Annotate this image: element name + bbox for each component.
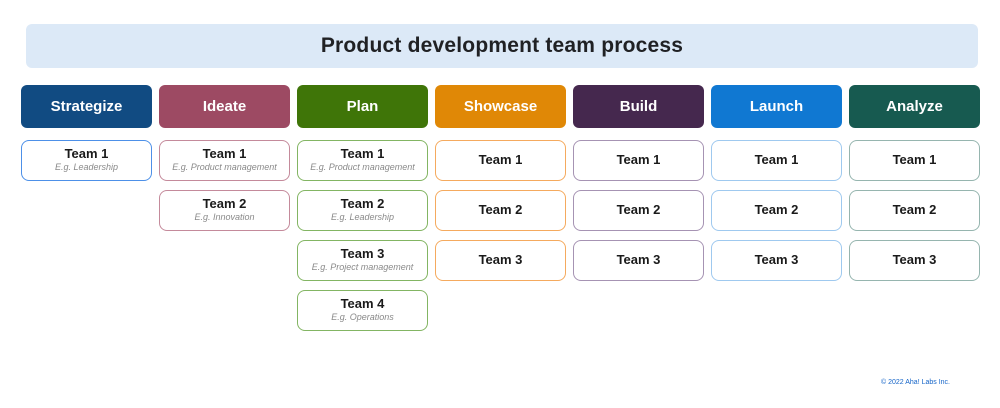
- team-example: E.g. Project management: [311, 262, 414, 273]
- column-header-launch: Launch: [711, 85, 842, 128]
- team-card: Team 1 E.g. Product management: [159, 140, 290, 181]
- column-header-showcase: Showcase: [435, 85, 566, 128]
- team-card: Team 3: [711, 240, 842, 281]
- process-board: Strategize Team 1 E.g. Leadership Ideate…: [21, 85, 980, 331]
- team-example: E.g. Operations: [331, 312, 394, 323]
- team-card: Team 1: [435, 140, 566, 181]
- team-name: Team 3: [340, 246, 385, 262]
- team-name: Team 1: [616, 152, 661, 168]
- copyright-notice: © 2022 Aha! Labs Inc.: [881, 379, 950, 386]
- column-header-strategize: Strategize: [21, 85, 152, 128]
- column-strategize: Strategize Team 1 E.g. Leadership: [21, 85, 152, 331]
- team-name: Team 3: [616, 252, 661, 268]
- team-example: E.g. Leadership: [330, 212, 395, 223]
- team-name: Team 2: [892, 202, 937, 218]
- team-card: Team 1: [711, 140, 842, 181]
- team-card: Team 2 E.g. Leadership: [297, 190, 428, 231]
- team-example: E.g. Leadership: [54, 162, 119, 173]
- team-name: Team 3: [892, 252, 937, 268]
- team-card: Team 2: [711, 190, 842, 231]
- team-card: Team 4 E.g. Operations: [297, 290, 428, 331]
- team-card: Team 3 E.g. Project management: [297, 240, 428, 281]
- card-stack: Team 1 E.g. Product management Team 2 E.…: [297, 140, 428, 331]
- team-name: Team 2: [616, 202, 661, 218]
- column-header-label: Plan: [346, 98, 379, 115]
- team-example: E.g. Product management: [172, 162, 277, 173]
- column-header-label: Launch: [749, 98, 804, 115]
- team-name: Team 2: [478, 202, 523, 218]
- column-header-ideate: Ideate: [159, 85, 290, 128]
- column-header-label: Strategize: [50, 98, 123, 115]
- team-card: Team 2 E.g. Innovation: [159, 190, 290, 231]
- team-name: Team 2: [754, 202, 799, 218]
- team-card: Team 3: [849, 240, 980, 281]
- team-name: Team 1: [340, 146, 385, 162]
- card-stack: Team 1 Team 2 Team 3: [711, 140, 842, 281]
- team-name: Team 1: [478, 152, 523, 168]
- team-card: Team 1: [573, 140, 704, 181]
- team-example: E.g. Product management: [310, 162, 415, 173]
- team-card: Team 2: [849, 190, 980, 231]
- card-stack: Team 1 E.g. Product management Team 2 E.…: [159, 140, 290, 231]
- team-card: Team 1 E.g. Leadership: [21, 140, 152, 181]
- team-card: Team 1: [849, 140, 980, 181]
- card-stack: Team 1 Team 2 Team 3: [435, 140, 566, 281]
- column-analyze: Analyze Team 1 Team 2 Team 3: [849, 85, 980, 331]
- team-card: Team 1 E.g. Product management: [297, 140, 428, 181]
- team-card: Team 2: [435, 190, 566, 231]
- team-card: Team 3: [435, 240, 566, 281]
- column-launch: Launch Team 1 Team 2 Team 3: [711, 85, 842, 331]
- team-name: Team 3: [478, 252, 523, 268]
- team-name: Team 2: [202, 196, 247, 212]
- column-header-plan: Plan: [297, 85, 428, 128]
- column-header-label: Showcase: [463, 98, 538, 115]
- team-card: Team 2: [573, 190, 704, 231]
- column-showcase: Showcase Team 1 Team 2 Team 3: [435, 85, 566, 331]
- team-name: Team 1: [64, 146, 109, 162]
- column-header-build: Build: [573, 85, 704, 128]
- card-stack: Team 1 Team 2 Team 3: [573, 140, 704, 281]
- team-name: Team 3: [754, 252, 799, 268]
- team-name: Team 1: [754, 152, 799, 168]
- column-plan: Plan Team 1 E.g. Product management Team…: [297, 85, 428, 331]
- page-title: Product development team process: [320, 34, 684, 57]
- column-header-label: Ideate: [202, 98, 247, 115]
- card-stack: Team 1 Team 2 Team 3: [849, 140, 980, 281]
- team-name: Team 4: [340, 296, 385, 312]
- card-stack: Team 1 E.g. Leadership: [21, 140, 152, 181]
- team-example: E.g. Innovation: [194, 212, 255, 223]
- column-header-analyze: Analyze: [849, 85, 980, 128]
- team-card: Team 3: [573, 240, 704, 281]
- team-name: Team 1: [892, 152, 937, 168]
- team-name: Team 1: [202, 146, 247, 162]
- column-build: Build Team 1 Team 2 Team 3: [573, 85, 704, 331]
- column-header-label: Build: [619, 98, 658, 115]
- title-bar: Product development team process: [26, 24, 978, 68]
- column-header-label: Analyze: [886, 98, 943, 115]
- team-name: Team 2: [340, 196, 385, 212]
- column-ideate: Ideate Team 1 E.g. Product management Te…: [159, 85, 290, 331]
